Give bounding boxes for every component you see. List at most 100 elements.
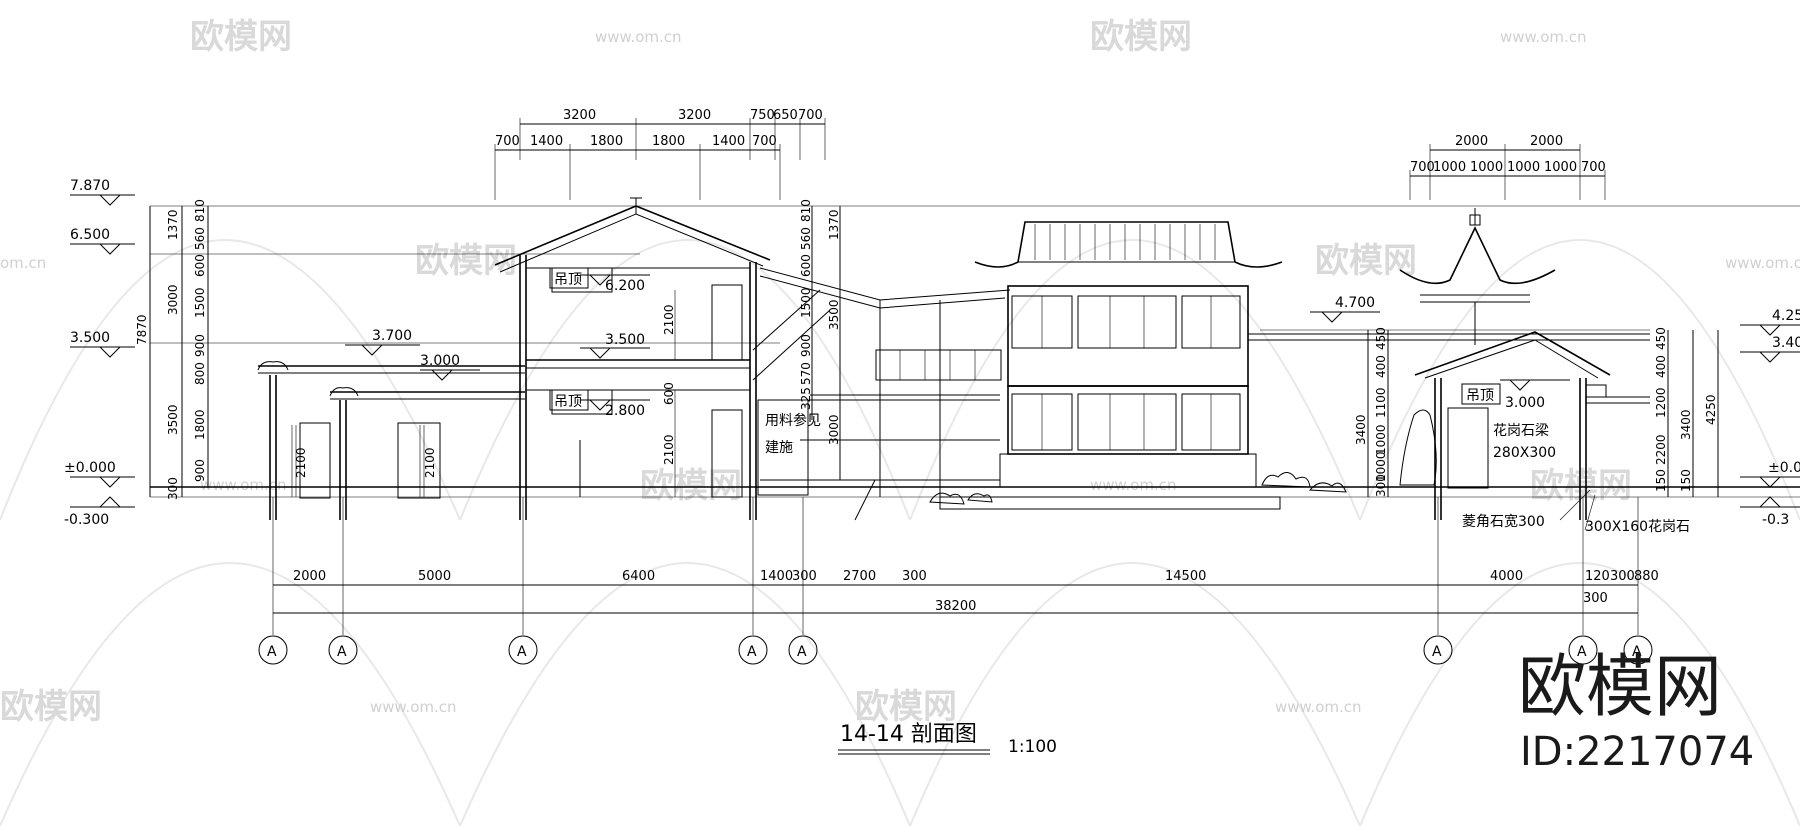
granite-beam-note: 花岗石梁 <box>1493 423 1549 439</box>
watermark-url: om.cn <box>0 254 46 272</box>
stone-note: 菱角石宽300 <box>1462 513 1545 530</box>
dim-label: 400 <box>1654 355 1668 378</box>
dim-label: 3500 <box>166 404 180 435</box>
dim-label: 880 <box>1634 569 1659 584</box>
dim-label: 560 <box>193 227 207 250</box>
dim-label: 600 <box>193 254 207 277</box>
dim-label: 1800 <box>193 409 207 440</box>
right-vertical-dimensions: 3400 450 400 1100 1000 1000 300 450 400 … <box>1354 327 1719 497</box>
main-hall <box>939 221 1650 510</box>
dim-label: 14500 <box>1165 569 1206 584</box>
elevation-label: 6.200 <box>605 278 645 294</box>
dim-label: 810 <box>799 199 813 222</box>
elevation-label: 3.000 <box>420 353 460 369</box>
dim-label: 150 <box>1679 469 1693 492</box>
dim-label: 650 <box>773 108 798 123</box>
dim-label: 900 <box>193 459 207 482</box>
dim-label: 700 <box>798 108 823 123</box>
dim-label: 6400 <box>622 569 655 584</box>
roof-tiles <box>1034 224 1216 260</box>
scale-text: 1:100 <box>1008 737 1057 757</box>
watermark-url: www.om.cn <box>370 698 457 716</box>
dim-label: 120 <box>1585 569 1610 584</box>
elevation-label: 2.800 <box>605 403 645 419</box>
dim-label: 1000 <box>1374 424 1388 455</box>
dim-label: 1200 <box>1654 387 1668 418</box>
dim-label: 300 <box>1374 474 1388 497</box>
dim-label: 900 <box>799 334 813 357</box>
dim-label: 2700 <box>843 569 876 584</box>
elevation-label: ±0.000 <box>1768 460 1800 476</box>
elevation-label: 7.870 <box>70 178 110 194</box>
dim-label: 1000 <box>1374 451 1388 482</box>
dim-label: 1370 <box>827 209 841 240</box>
dim-label: 2100 <box>662 434 676 465</box>
dim-label: 1000 <box>1544 160 1577 175</box>
elevation-label: 3.500 <box>605 332 645 348</box>
pavilion <box>1399 208 1650 520</box>
material-note: 用料参见 <box>765 412 821 429</box>
dim-label: 1800 <box>590 134 623 149</box>
main-house <box>494 197 771 520</box>
dim-label: 2200 <box>1654 434 1668 465</box>
watermark-url: www.om.cn <box>595 28 682 46</box>
axis-bubble <box>508 635 538 665</box>
axis-label: A <box>1577 644 1587 660</box>
axis-grid <box>272 497 1639 635</box>
top-dimensions: 3200 3200 750 650 700 700 1400 1800 1800… <box>494 108 1606 200</box>
granite-beam-size: 280X300 <box>1493 445 1556 461</box>
dim-label: 700 <box>752 134 777 149</box>
dim-label: 1000 <box>1433 160 1466 175</box>
axis-label: A <box>1432 644 1442 660</box>
axis-label: A <box>797 644 807 660</box>
dim-label: 2100 <box>423 447 437 478</box>
dim-label: 2100 <box>294 447 308 478</box>
dim-label: 1000 <box>1507 160 1540 175</box>
dim-label: 700 <box>495 134 520 149</box>
axis-bubble <box>1623 635 1653 665</box>
dim-label: 2000 <box>293 569 326 584</box>
dim-label: 1400 <box>760 569 793 584</box>
brand-logo-text: 欧模网 <box>1518 648 1722 727</box>
dim-label: 1400 <box>530 134 563 149</box>
elevation-markers-inner: 3.700 3.000 6.200 3.500 2.800 4.700 3.00… <box>345 274 1570 419</box>
dim-label: 810 <box>193 199 207 222</box>
watermark-url: www.om.cn <box>200 476 287 494</box>
elevation-markers-left: 7.870 6.500 3.500 ±0.000 -0.300 <box>64 178 135 528</box>
elevation-label: 4.250 <box>1772 308 1800 324</box>
axis-bubbles: A A A A A A A A <box>258 635 1653 665</box>
dim-label: 1100 <box>1374 387 1388 418</box>
door-dimensions: 2100 2100 2100 2100 600 <box>291 290 676 497</box>
dim-label: 1000 <box>1470 160 1503 175</box>
axis-bubble <box>258 635 288 665</box>
dim-label: 3200 <box>563 108 596 123</box>
watermark-url: www.om.cn <box>1275 698 1362 716</box>
elevation-label: 4.700 <box>1335 295 1375 311</box>
dim-label: 325 <box>799 387 813 410</box>
axis-bubble <box>328 635 358 665</box>
middle-vertical-dimensions: 810 560 600 1500 900 570 325 1370 3500 3… <box>799 199 841 480</box>
dim-label: 3400 <box>1354 414 1368 445</box>
watermark-url: www.om.cn <box>1725 254 1800 272</box>
dim-label: 1500 <box>799 287 813 318</box>
elevation-label: ±0.000 <box>64 460 116 476</box>
dim-label: 600 <box>799 254 813 277</box>
elevation-label: 3.700 <box>372 328 412 344</box>
elevation-label: 3.400 <box>1772 335 1800 351</box>
dim-label: 2000 <box>1455 134 1488 149</box>
dim-label: 450 <box>1374 327 1388 350</box>
dim-label: 400 <box>1374 355 1388 378</box>
dim-label: 1400 <box>712 134 745 149</box>
watermark-text: 欧模网 <box>855 687 957 727</box>
material-note: 建施 <box>765 440 793 456</box>
axis-bubble <box>738 635 768 665</box>
axis-label: A <box>267 644 277 660</box>
dim-label: 3500 <box>827 299 841 330</box>
dim-label: 2100 <box>662 304 676 335</box>
brand-mark: 欧模网 ID:2217074 <box>1518 648 1754 775</box>
dim-label: 570 <box>799 362 813 385</box>
watermark-text: 欧模网 <box>415 241 517 281</box>
dim-label: 300 <box>792 569 817 584</box>
